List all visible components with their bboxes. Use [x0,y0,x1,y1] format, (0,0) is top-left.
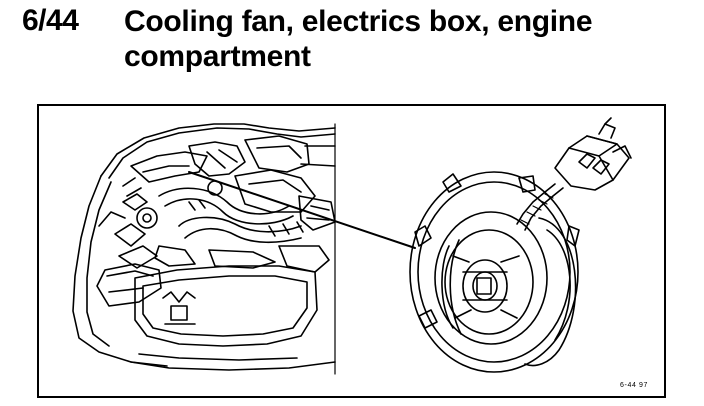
engine-compartment-illustration [72,123,336,371]
illustration-frame: 6-44 97 [37,104,666,398]
cooling-fan-illustration [409,117,632,373]
section-number: 6/44 [22,4,79,37]
leader-line [188,171,416,249]
page-title: Cooling fan, electrics box, engine compa… [124,5,593,73]
figure-code: 6-44 97 [620,382,648,389]
technical-illustration [72,117,632,375]
